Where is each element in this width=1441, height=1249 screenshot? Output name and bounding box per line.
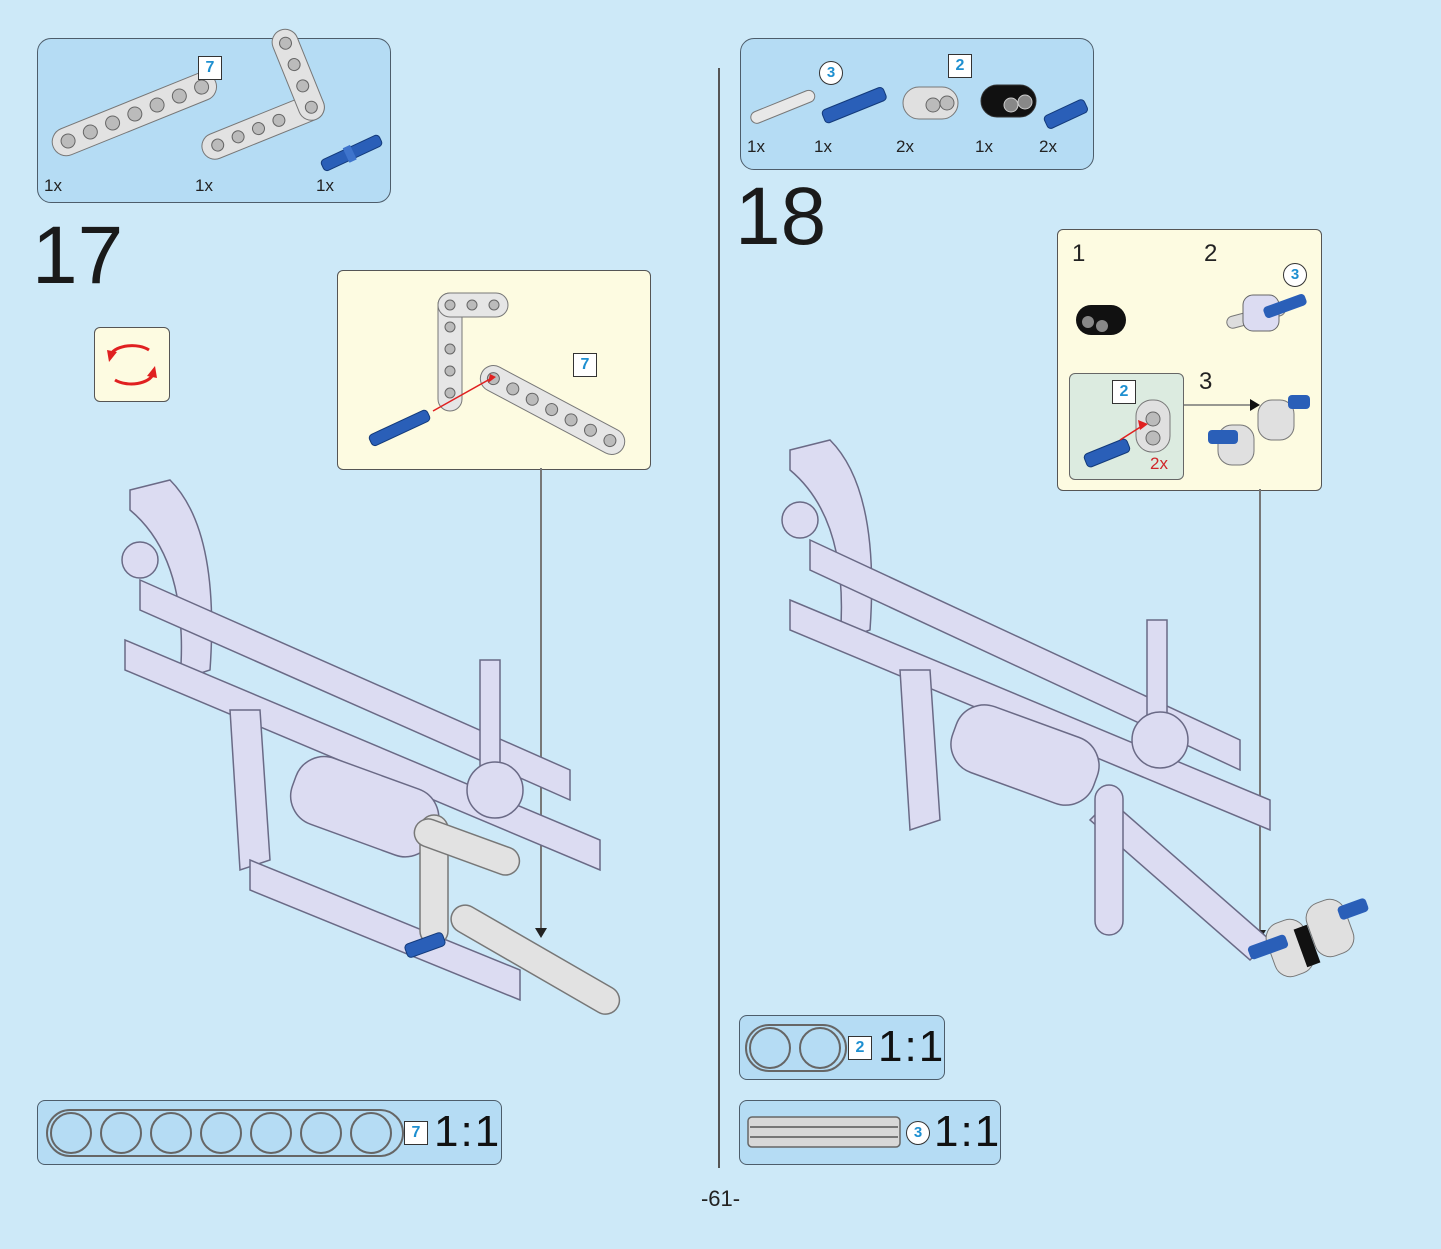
l-beam-icon: [201, 28, 325, 160]
size-badge: 7: [573, 353, 597, 377]
size-badge: 7: [404, 1121, 428, 1145]
page-number: -61-: [700, 1186, 741, 1211]
scale-ratio: 1:1: [878, 1022, 946, 1071]
part-qty: 1x: [316, 176, 334, 195]
page-divider: [718, 68, 720, 1168]
arrow-down-icon: [535, 928, 547, 938]
part-qty: 1x: [195, 176, 213, 195]
axle-size-badge: 3: [906, 1121, 930, 1145]
part-qty: 1x: [747, 137, 765, 156]
substep-label: 1: [1072, 240, 1086, 267]
step17-parts-box: 7 1x 1x 1x: [37, 28, 391, 203]
step-number: 18: [735, 171, 827, 262]
substep-label: 3: [1199, 368, 1213, 395]
black-beam-icon: [1076, 305, 1126, 335]
blue-pin-icon: [368, 409, 431, 447]
part-qty: 2x: [896, 137, 914, 156]
scale-ruler-axle: 3 1:1: [739, 1100, 1001, 1165]
black-2-hole-beam-icon: [980, 84, 1037, 118]
step-number: 17: [32, 210, 124, 301]
part-qty: 1x: [975, 137, 993, 156]
callout-leader-line: [540, 468, 542, 933]
axle-size-badge: 3: [1283, 263, 1307, 287]
assembled-beams-icon: [1208, 395, 1310, 466]
blue-axle-pin-icon: [1043, 99, 1088, 129]
axle-size-badge: 3: [819, 61, 843, 85]
beam-size-badge: 2: [948, 54, 972, 78]
scale-ruler-beam: 2 1:1: [739, 1015, 945, 1080]
rotate-model-icon: [94, 327, 170, 402]
size-badge: 2: [848, 1036, 872, 1060]
blue-long-pin-icon: [821, 86, 887, 124]
substep-label: 2: [1204, 240, 1218, 267]
axle-in-beam-icon: [1226, 293, 1307, 332]
beam-7-icon: [51, 28, 383, 172]
scale-ratio: 1:1: [934, 1107, 1002, 1156]
scale-ratio: 1:1: [434, 1107, 502, 1156]
grey-axle-icon: [750, 89, 816, 124]
callout-leader-line: [1259, 489, 1261, 933]
part-qty: 1x: [814, 137, 832, 156]
part-qty: 1x: [44, 176, 62, 195]
grey-2-hole-beam-icon: [902, 86, 959, 120]
step18-model: [781, 439, 1369, 978]
beam-size-badge: 2: [1112, 380, 1136, 404]
subassembly-qty: 2x: [1150, 454, 1168, 473]
step17-model: [121, 479, 621, 1015]
step18-parts-box: 3 2 1x 1x 2x 1x 2x: [740, 38, 1094, 170]
subassembly-box: 2 2x: [1069, 373, 1184, 480]
step17-callout: 7: [337, 270, 651, 470]
size-badge: 7: [198, 56, 222, 80]
step18-callout: 1 2 3 3 2 2x: [1057, 229, 1322, 491]
attached-beams: [1247, 898, 1369, 978]
part-qty: 2x: [1039, 137, 1057, 156]
blue-pin-icon: [320, 134, 383, 172]
scale-ruler: 7 1:1: [37, 1100, 502, 1165]
